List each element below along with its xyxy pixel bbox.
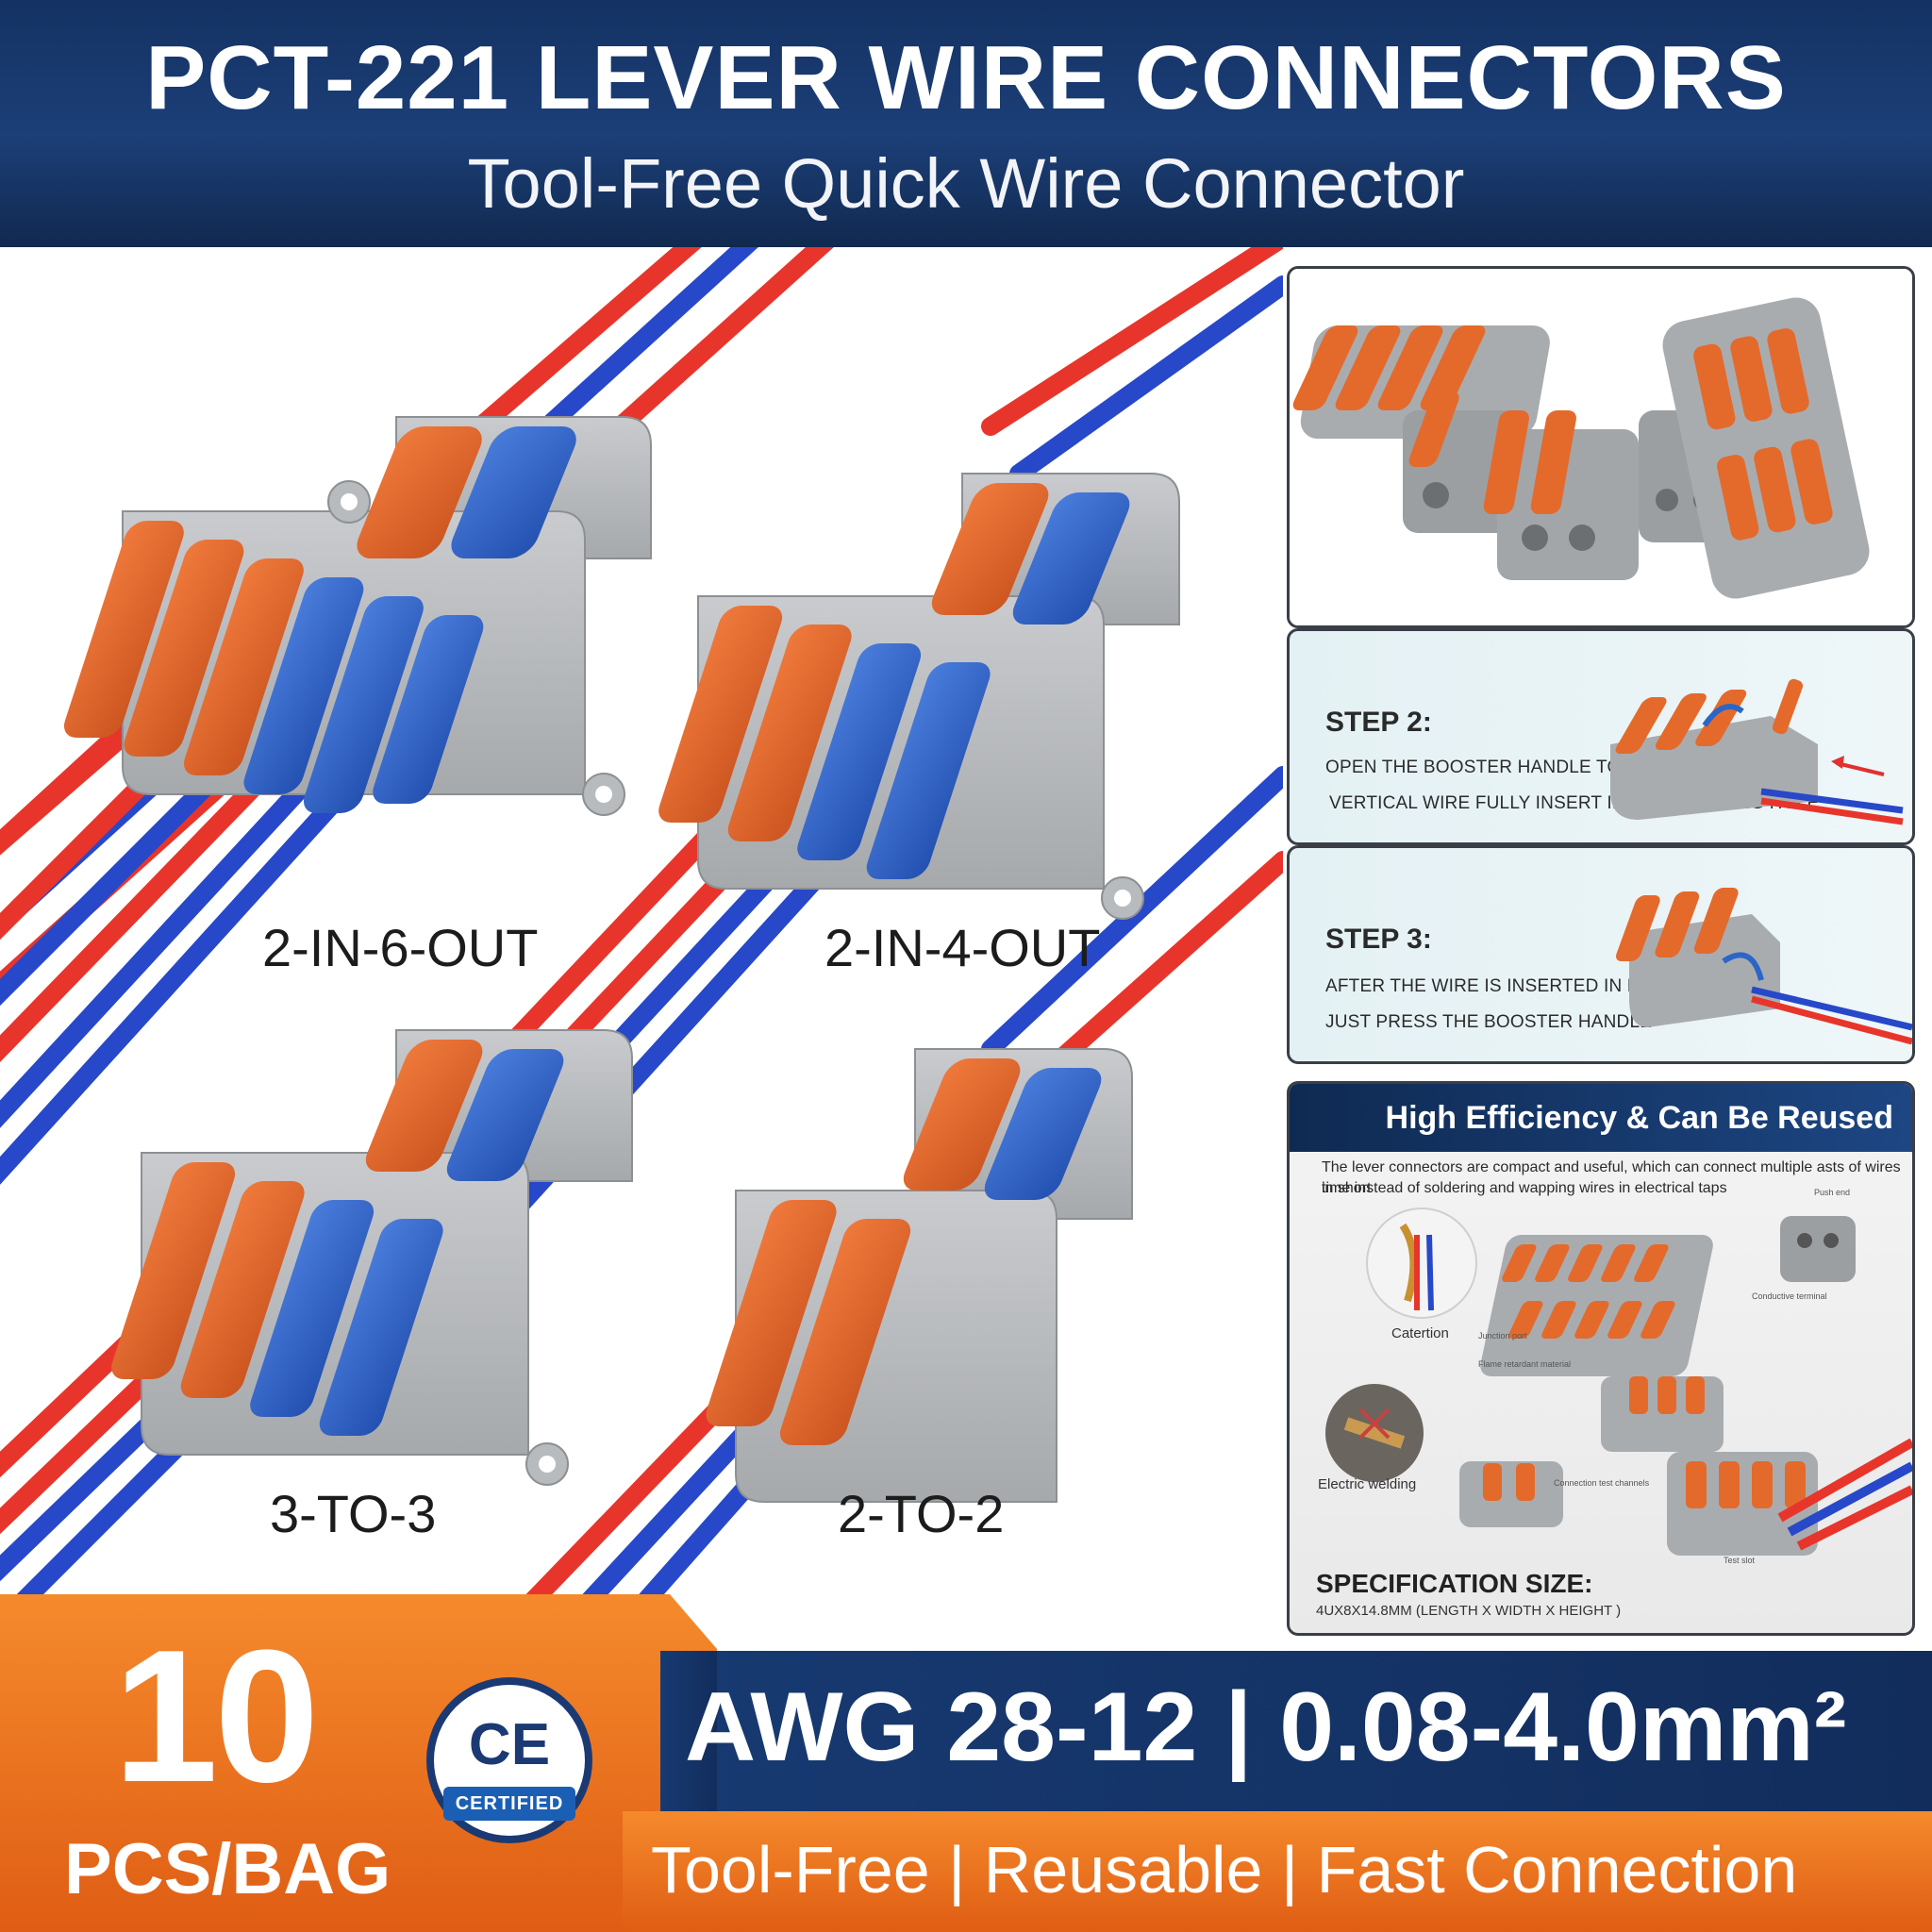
ce-mark: CE bbox=[468, 1712, 551, 1777]
quantity-unit: PCS/BAG bbox=[64, 1829, 391, 1909]
high-efficiency-title: High Efficiency & Can Be Reused bbox=[1290, 1084, 1912, 1152]
step-2-title: STEP 2: bbox=[1325, 707, 1432, 738]
awg-spec: AWG 28-12 | 0.08-4.0mm² bbox=[685, 1673, 1847, 1782]
ce-certified-ribbon: CERTIFIED bbox=[443, 1787, 575, 1821]
bottom-banner: 10 PCS/BAG CE CERTIFIED AWG 28-12 | 0.08… bbox=[0, 1594, 1932, 1932]
header-banner: PCT-221 LEVER WIRE CONNECTORS Tool-Free … bbox=[0, 0, 1932, 247]
variant-label-2-in-4-out: 2-IN-4-OUT bbox=[824, 918, 1101, 977]
ce-certified-badge: CE CERTIFIED bbox=[426, 1677, 592, 1843]
junction-label: Junction port bbox=[1478, 1331, 1527, 1341]
step-2-line-1: OPEN THE BOOSTER HANDLE TO THE bbox=[1325, 758, 1663, 777]
connectors-illustration bbox=[0, 247, 1283, 1606]
step-3-panel: STEP 3: AFTER THE WIRE IS INSERTED IN PL… bbox=[1287, 845, 1915, 1064]
features-line: Tool-Free | Reusable | Fast Connection bbox=[651, 1833, 1798, 1907]
product-photo-panel bbox=[1287, 266, 1915, 628]
info-description-line-2: time instead of soldering and wapping wi… bbox=[1322, 1180, 1727, 1196]
spec-detail: 4UX8X14.8MM (LENGTH X WIDTH X HEIGHT ) bbox=[1316, 1603, 1622, 1619]
product-photo bbox=[1290, 269, 1912, 625]
connector-2-in-6-out bbox=[63, 416, 652, 816]
step-3-title: STEP 3: bbox=[1325, 924, 1432, 955]
quantity-number: 10 bbox=[113, 1611, 319, 1822]
conductive-label: Conductive terminal bbox=[1752, 1291, 1827, 1301]
page-subtitle: Tool-Free Quick Wire Connector bbox=[467, 144, 1465, 223]
page-title: PCT-221 LEVER WIRE CONNECTORS bbox=[145, 27, 1787, 128]
welding-label: Electric welding bbox=[1318, 1476, 1417, 1492]
step-3-line-2: JUST PRESS THE BOOSTER HANDLE bbox=[1325, 1012, 1653, 1032]
info-illustration bbox=[1325, 1208, 1912, 1556]
flame-label: Flame retardant material bbox=[1478, 1359, 1572, 1369]
variant-label-2-to-2: 2-TO-2 bbox=[838, 1484, 1005, 1543]
wire-red bbox=[981, 247, 1283, 436]
cauterization-label: Catertion bbox=[1391, 1325, 1449, 1341]
connector-3-to-3 bbox=[111, 1029, 633, 1486]
connector-cluster bbox=[1292, 297, 1870, 599]
connection-label: Connection test channels bbox=[1554, 1478, 1650, 1488]
bottom-banner-background bbox=[0, 1594, 1932, 1932]
connector-2-to-2 bbox=[706, 1048, 1133, 1503]
wire-blue bbox=[1009, 275, 1283, 483]
high-efficiency-panel: High Efficiency & Can Be Reused The leve… bbox=[1287, 1081, 1915, 1636]
ce-certified-text: CERTIFIED bbox=[455, 1793, 564, 1814]
test-slot-label: Test slot bbox=[1724, 1556, 1756, 1565]
info-description-line-1: The lever connectors are compact and use… bbox=[1322, 1159, 1901, 1196]
connector-2-in-4-out bbox=[658, 473, 1180, 920]
product-illustration: 2-IN-6-OUT 2-IN-4-OUT 3-TO-3 2-TO-2 bbox=[0, 247, 1283, 1606]
step-3-illustration bbox=[1616, 888, 1912, 1045]
step-2-illustration bbox=[1610, 678, 1904, 825]
variant-label-2-in-6-out: 2-IN-6-OUT bbox=[262, 918, 539, 977]
step-2-panel: STEP 2: OPEN THE BOOSTER HANDLE TO THE V… bbox=[1287, 628, 1915, 845]
variant-label-3-to-3: 3-TO-3 bbox=[270, 1484, 437, 1543]
wire-blue bbox=[0, 766, 368, 1185]
push-end-label: Push end bbox=[1814, 1188, 1851, 1197]
wire-blue bbox=[0, 747, 340, 1128]
spec-title: SPECIFICATION SIZE: bbox=[1316, 1569, 1593, 1598]
step-3-line-1: AFTER THE WIRE IS INSERTED IN PLACE bbox=[1325, 976, 1688, 996]
